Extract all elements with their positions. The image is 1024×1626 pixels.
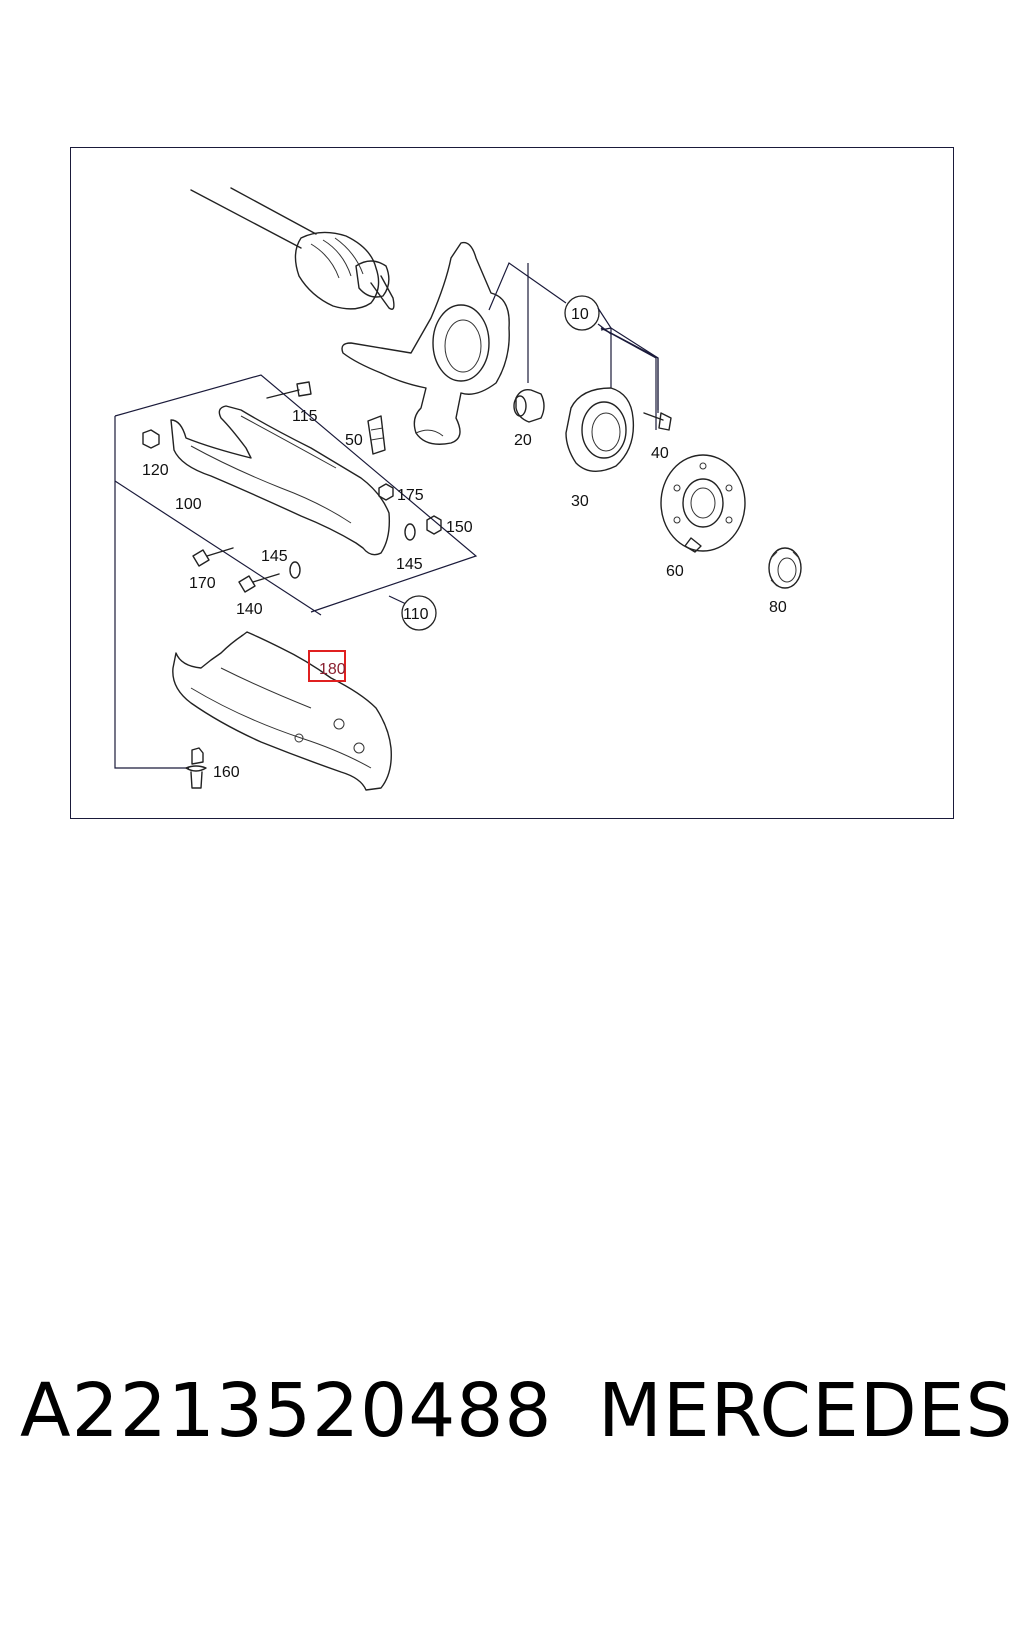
- drive-shaft: [190, 187, 395, 310]
- part-20-bushing: [513, 388, 545, 423]
- label-20: 20: [514, 432, 532, 449]
- label-140: 140: [236, 601, 263, 618]
- label-120: 120: [142, 462, 169, 479]
- part-140-bolt: [238, 573, 280, 593]
- part-170-bolt: [192, 547, 234, 567]
- brand-name: MERCEDES: [598, 1368, 1014, 1454]
- caption: A2213520488 MERCEDES: [0, 1368, 1024, 1478]
- exploded-parts-diagram: 10 20 30 40: [114, 187, 802, 791]
- label-145-b: 145: [396, 556, 423, 573]
- part-80-axle-nut: [768, 547, 802, 589]
- part-120-nut: [142, 429, 160, 449]
- label-50: 50: [345, 432, 363, 449]
- part-160-push-pin: [185, 747, 207, 789]
- label-160: 160: [213, 764, 240, 781]
- part-180-underbody-cover: [172, 631, 392, 791]
- label-100: 100: [175, 496, 202, 513]
- part-100-control-arm: [170, 405, 391, 556]
- label-145-a: 145: [261, 548, 288, 565]
- label-40: 40: [651, 445, 669, 462]
- part-145-washer-a: [289, 561, 301, 579]
- part-40-bolt: [643, 412, 672, 431]
- label-60: 60: [666, 563, 684, 580]
- part-145-washer-b: [404, 523, 416, 541]
- label-150: 150: [446, 519, 473, 536]
- label-175: 175: [397, 487, 424, 504]
- callout-circle-110: [401, 595, 437, 631]
- wheel-carrier-knuckle: [341, 241, 510, 445]
- part-50-clip: [367, 415, 386, 455]
- label-115: 115: [292, 408, 318, 425]
- part-175-nut: [378, 483, 394, 501]
- part-180-highlight-box[interactable]: [308, 650, 346, 682]
- part-number: A2213520488: [20, 1368, 553, 1454]
- part-30-wheel-bearing: [565, 387, 635, 472]
- label-80: 80: [769, 599, 787, 616]
- part-60-wheel-hub: [660, 454, 746, 553]
- label-110: 110: [403, 606, 429, 623]
- label-180[interactable]: 180: [319, 661, 346, 678]
- part-115-bolt: [266, 381, 312, 399]
- callout-circle-10: [564, 295, 600, 331]
- label-170: 170: [189, 575, 216, 592]
- label-10: 10: [571, 306, 589, 323]
- label-30: 30: [571, 493, 589, 510]
- part-150-nut: [426, 515, 442, 535]
- parts-diagram-frame: 10 20 30 40: [70, 147, 954, 819]
